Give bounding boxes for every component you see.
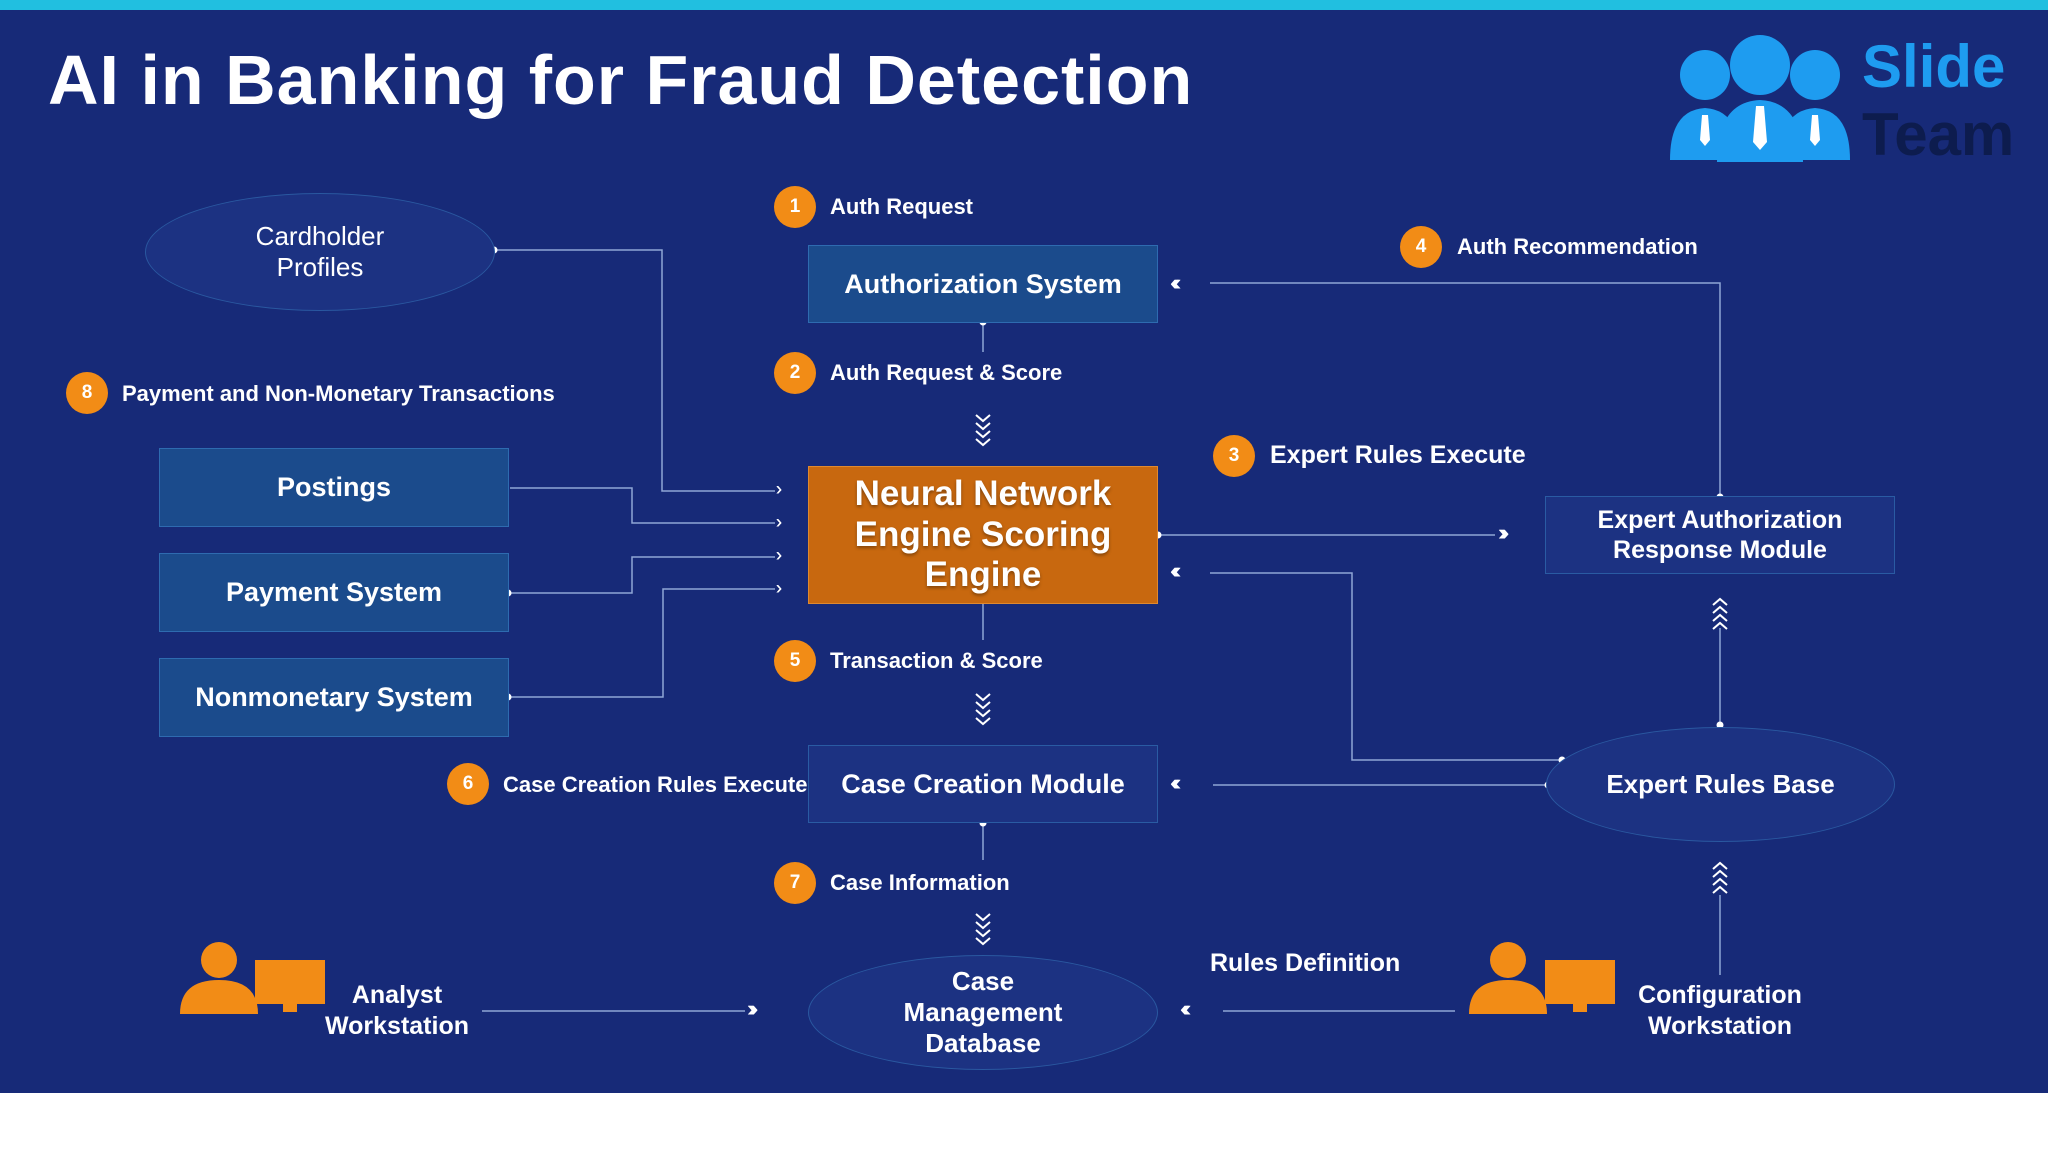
- arrow-left-icon: ‹‹‹‹: [1170, 270, 1182, 295]
- arrow-left-icon: ‹‹‹‹: [1170, 770, 1182, 795]
- postings-label: Postings: [276, 472, 391, 502]
- expert-rules-base-label: Expert Rules Base: [1606, 768, 1835, 799]
- step-label-transaction-score: Transaction & Score: [830, 648, 1043, 673]
- step-badge-8: 8: [66, 372, 108, 414]
- expert-rules-base-node: Expert Rules Base: [1546, 727, 1895, 842]
- arrow-down-icon: [975, 414, 991, 447]
- page-title: AI in Banking for Fraud Detection: [48, 41, 1194, 119]
- person-icon: [180, 942, 258, 1014]
- authorization-system-label: Authorization System: [844, 268, 1122, 299]
- slide: AI in Banking for Fraud Detection Slide …: [0, 0, 2048, 1093]
- rules-definition-label: Rules Definition: [1210, 949, 1401, 977]
- case-creation-module-label: Case Creation Module: [841, 768, 1125, 799]
- arrow-up-icon: [1712, 597, 1728, 630]
- top-accent-bar: [0, 0, 2048, 10]
- person-icon: [1469, 942, 1547, 1014]
- monitor-icon: [255, 960, 325, 1012]
- arrow-left-icon: ‹‹‹‹: [1180, 996, 1192, 1021]
- connector-lines: [482, 246, 1724, 1012]
- step-badge-6: 6: [447, 763, 489, 805]
- authorization-system-node: Authorization System: [808, 245, 1158, 323]
- nonmonetary-system-node: Nonmonetary System: [159, 658, 509, 737]
- case-management-database-label: Case Management Database: [903, 965, 1063, 1059]
- configuration-workstation-label: Configuration Workstation: [1638, 981, 1802, 1041]
- step-badge-5: 5: [774, 640, 816, 682]
- step-badge-7: 7: [774, 862, 816, 904]
- arrow-right-icon: ››››: [747, 996, 759, 1021]
- arrow-down-icon: [975, 913, 991, 946]
- step-badge-4: 4: [1400, 226, 1442, 268]
- logo-text-team: Team: [1862, 101, 2015, 168]
- monitor-icon: [1545, 960, 1615, 1012]
- cardholder-profiles-label: Cardholder Profiles: [255, 220, 385, 282]
- logo-text-slide: Slide: [1862, 33, 2006, 100]
- step-label-auth-request: Auth Request: [830, 194, 973, 219]
- arrow-right-icon: ››››: [1498, 520, 1510, 545]
- step-label-auth-recommendation: Auth Recommendation: [1457, 234, 1698, 259]
- step-label-expert-rules-execute: Expert Rules Execute: [1270, 441, 1526, 469]
- arrow-left-icon: ‹‹‹‹: [1170, 558, 1182, 583]
- neural-network-engine-node: Neural Network Engine Scoring Engine: [808, 466, 1158, 604]
- step-badge-1: 1: [774, 186, 816, 228]
- payment-system-label: Payment System: [225, 577, 443, 607]
- postings-node: Postings: [159, 448, 509, 527]
- step-badge-3: 3: [1213, 435, 1255, 477]
- analyst-workstation-label: Analyst Workstation: [325, 981, 469, 1041]
- neural-network-engine-label: Neural Network Engine Scoring Engine: [854, 473, 1112, 595]
- step-label-payment-non-monetary: Payment and Non-Monetary Transactions: [122, 381, 555, 406]
- cardholder-profiles-node: Cardholder Profiles: [145, 193, 495, 311]
- step-label-case-creation-rules-execute: Case Creation Rules Execute: [503, 772, 808, 797]
- case-management-database-node: Case Management Database: [808, 955, 1158, 1070]
- step-badge-2: 2: [774, 352, 816, 394]
- arrow-down-icon: [975, 693, 991, 726]
- step-label-case-information: Case Information: [830, 870, 1010, 895]
- payment-system-node: Payment System: [159, 553, 509, 632]
- case-creation-module-node: Case Creation Module: [808, 745, 1158, 823]
- team-logo-icon: [1670, 35, 1850, 162]
- expert-authorization-response-module-node: Expert Authorization Response Module: [1545, 496, 1895, 574]
- nonmonetary-system-label: Nonmonetary System: [195, 682, 473, 712]
- arrow-up-icon: [1712, 861, 1728, 894]
- step-label-auth-request-score: Auth Request & Score: [830, 360, 1063, 385]
- expert-authorization-response-module-label: Expert Authorization Response Module: [1597, 505, 1843, 565]
